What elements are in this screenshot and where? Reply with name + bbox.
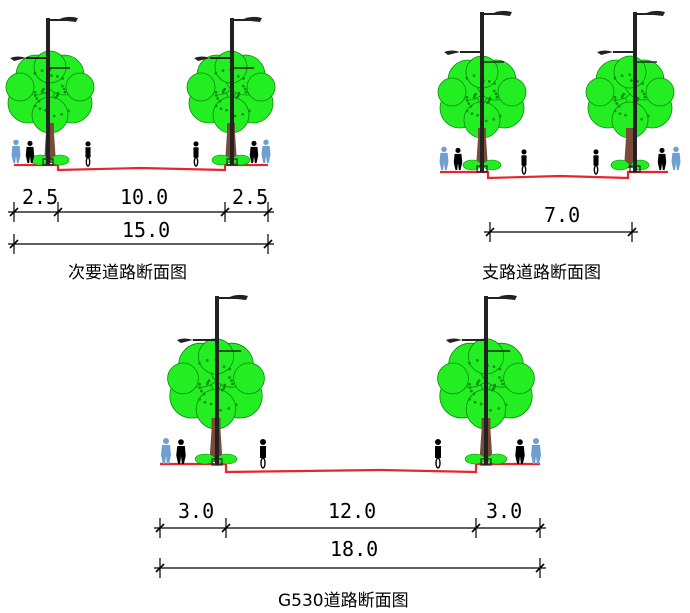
pedestrian-icon: [671, 146, 681, 170]
s1-dim-middle: 10.0: [120, 185, 168, 209]
cyclist-icon: [260, 439, 266, 469]
cyclist-icon: [193, 141, 199, 167]
tree-icon: [585, 55, 675, 171]
street-lamp-icon: [10, 16, 78, 166]
tree-icon: [437, 55, 527, 171]
pedestrian-icon: [657, 147, 667, 170]
dimension-line: [8, 202, 274, 222]
s1-dim-left: 2.5: [22, 185, 58, 209]
street-lamp-icon: [176, 294, 248, 466]
pedestrian-icon: [515, 439, 525, 464]
s1-dim-total: 15.0: [122, 218, 170, 242]
pedestrian-icon: [176, 439, 186, 464]
s1-caption: 次要道路断面图: [68, 263, 187, 283]
artwork-layer: [5, 10, 681, 578]
dimension-line: [154, 558, 546, 578]
pedestrian-icon: [261, 139, 271, 163]
s3-dim-total: 18.0: [330, 537, 378, 561]
s3-dim-middle: 12.0: [328, 499, 376, 523]
dimension-line: [8, 234, 274, 254]
pedestrian-icon: [453, 147, 463, 170]
cyclist-icon: [521, 149, 527, 175]
road-surface: [14, 163, 268, 172]
cyclist-icon: [435, 439, 441, 469]
s2-dim-total: 7.0: [544, 203, 580, 227]
s3-dim-left: 3.0: [178, 499, 214, 523]
pedestrian-icon: [25, 140, 35, 163]
street-lamp-icon: [445, 294, 517, 466]
cyclist-icon: [85, 141, 91, 167]
s1-dim-right: 2.5: [232, 185, 268, 209]
pedestrian-icon: [439, 146, 449, 170]
dimension-line: [154, 518, 546, 538]
pedestrian-icon: [11, 139, 21, 163]
s3-dim-right: 3.0: [486, 499, 522, 523]
cyclist-icon: [593, 149, 599, 175]
road-surface: [440, 170, 668, 180]
street-lamp-icon: [194, 16, 262, 166]
s3-caption: G530道路断面图: [278, 591, 409, 611]
street-lamp-icon: [444, 10, 512, 173]
dimension-line: [484, 222, 638, 242]
pedestrian-icon: [531, 438, 541, 464]
tree-icon: [186, 50, 276, 166]
pedestrian-icon: [249, 140, 259, 163]
s2-caption: 支路道路断面图: [482, 263, 601, 283]
pedestrian-icon: [161, 438, 171, 464]
street-lamp-icon: [597, 10, 665, 173]
